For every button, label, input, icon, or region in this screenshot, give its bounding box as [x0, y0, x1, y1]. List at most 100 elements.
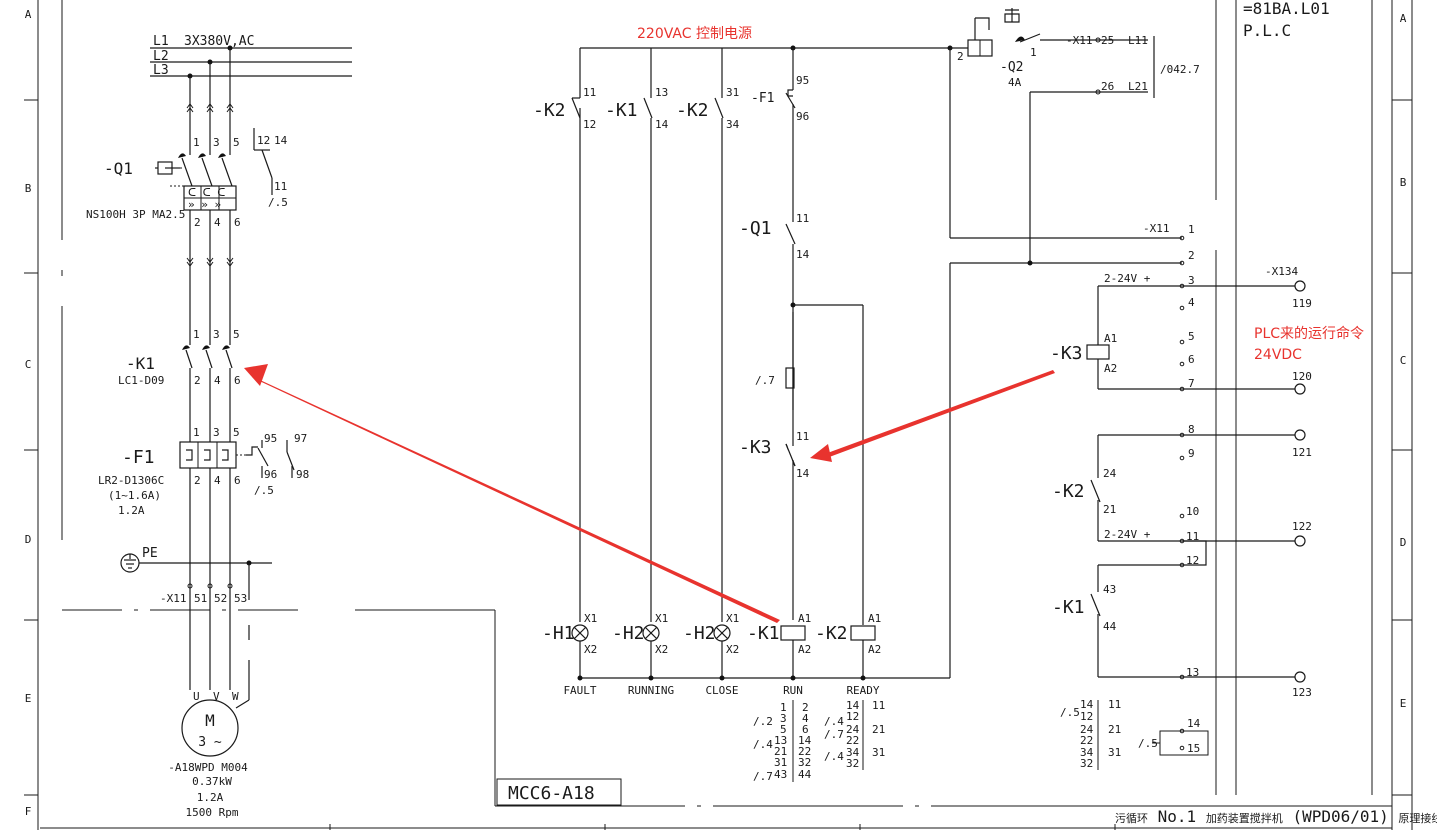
coil-k1-run: -K1 A1 A2 RUN [747, 612, 811, 697]
ctl-k2a-pin-b: 12 [583, 118, 596, 131]
coil-k1-tag: -K1 [747, 623, 780, 644]
motor-term-u: U [193, 690, 200, 703]
lamp-h1-x2: X2 [584, 643, 597, 656]
motor-tag: -A18WPD M004 [168, 761, 248, 774]
q2-tag: -Q2 [1000, 60, 1023, 75]
control-circuit: 220VAC 控制电源 -K2 11 12 -K1 13 14 [533, 26, 953, 783]
q1-breaker: 1 3 5 ᑕ ᑕ ᑕ » » » -Q1 NS100H 3P MA2.5 [86, 128, 288, 229]
k1-type: LC1-D09 [118, 374, 164, 387]
k1-contact-table: 1 2 3 4 5 6 13 14 21 22 31 32 43 44 /.2 … [753, 700, 812, 783]
ctl-f1-pin-a: 95 [796, 74, 809, 87]
k2t-r1-a: 12 [846, 710, 859, 723]
q2-x11-tag: -X11 [1066, 34, 1093, 47]
q2-pin-2: 2 [957, 50, 964, 63]
x134-5: 5 [1188, 330, 1195, 343]
k3t-r5-a: 32 [1080, 757, 1093, 770]
row-label-a-right: A [1400, 12, 1407, 25]
k1t-r3-b: 14 [798, 734, 812, 747]
f1-pin-5: 5 [233, 426, 240, 439]
coil-k2-a1: A1 [868, 612, 881, 625]
k3t-ref: /.5 [1060, 706, 1080, 719]
q1-type: NS100H 3P MA2.5 [86, 208, 185, 221]
f1-setting: 1.2A [118, 504, 145, 517]
k1t-r6-a: 43 [774, 768, 787, 781]
ctl-k3-pin-b: 14 [796, 467, 810, 480]
f1-pin-4: 4 [214, 474, 221, 487]
x11-sig-l21: L21 [1128, 80, 1148, 93]
title-code: (WPD06/01) [1292, 807, 1388, 826]
x11-sig-l11: L11 [1128, 34, 1148, 47]
plc-block: =81BA.L01 P.L.C [1243, 0, 1330, 40]
k3t-r0-a: 14 [1080, 698, 1094, 711]
k3t-r3-a: 22 [1080, 734, 1093, 747]
coil-k2-tag: -K2 [815, 623, 848, 644]
k1-pin-3: 3 [213, 328, 220, 341]
coil-k2-a2: A2 [868, 643, 881, 656]
plc-block-name: P.L.C [1243, 21, 1291, 40]
supply-24v-a: 2-24V + [1104, 272, 1151, 285]
k2-contact-table: 14 11 12 24 21 22 34 31 32 /.4 /.7 /.4 [824, 699, 885, 770]
ctl-k1a-pin-b: 14 [655, 118, 669, 131]
row-label-b-right: B [1400, 176, 1407, 189]
coil-k1-a2: A2 [798, 643, 811, 656]
row-label-d-right: D [1400, 536, 1407, 549]
q1-pin-3: 3 [213, 136, 220, 149]
ctl-k3-tag: -K3 [739, 437, 772, 458]
row-label-c: C [25, 358, 32, 371]
motor-power: 0.37kW [192, 775, 232, 788]
drawing-title: 污循环 No.1 加药装置搅拌机 (WPD06/01) 原理接线图 [1115, 807, 1437, 826]
coil-k1-a1: A1 [798, 612, 811, 625]
f1-tag: -F1 [122, 447, 155, 468]
ctl-k1a-pin-a: 13 [655, 86, 668, 99]
plc-k3-a2: A2 [1104, 362, 1117, 375]
k1-feedback-contact: -K1 43 44 [1052, 564, 1182, 678]
k3s-a: 14 [1187, 717, 1201, 730]
k1t-r2-b: 6 [802, 723, 809, 736]
ext-122: 122 [1292, 520, 1312, 533]
plc-k2-tag: -K2 [1052, 481, 1085, 502]
lamp-h2a-tag: -H2 [612, 623, 645, 644]
q1-aux-ref: /.5 [268, 196, 288, 209]
bus-l2: L2 [153, 49, 169, 64]
plc-k1-pin-b: 44 [1103, 620, 1117, 633]
x11-tag: -X11 [160, 592, 187, 605]
ctl-q1-tag: -Q1 [739, 218, 772, 239]
x11b-tag: -X11 [1143, 222, 1170, 235]
plc-k3-a1: A1 [1104, 332, 1117, 345]
control-power-note: 220VAC 控制电源 [637, 26, 752, 42]
coil-k2-label: READY [846, 684, 879, 697]
lamp-h2-running: -H2 X1 X2 RUNNING [612, 612, 674, 697]
f1-pin-3: 3 [213, 426, 220, 439]
arrow-run-to-k1 [247, 368, 780, 623]
k2t-r4-b: 31 [872, 746, 885, 759]
x11-term-52: 52 [214, 592, 227, 605]
plc-voltage-note: 24VDC [1254, 347, 1302, 363]
f1-pin-2: 2 [194, 474, 201, 487]
ctl-k2a-tag: -K2 [533, 100, 566, 121]
plc-k2-pin-a: 24 [1103, 467, 1117, 480]
x134-4: 4 [1188, 296, 1195, 309]
plug-arrows-mid [186, 257, 234, 267]
ctl-k3-pin-a: 11 [796, 430, 809, 443]
f1-overload-relay: 1 3 5 -F1 LR2-D1306C (1~1.6A) 1.2A 2 4 6 [98, 426, 309, 517]
enclosure-boundary [61, 0, 1373, 807]
title-block: 污循环 No.1 加药装置搅拌机 (WPD06/01) 原理接线图 [1110, 805, 1437, 826]
f1-range: (1~1.6A) [108, 489, 161, 502]
k1-pin-4: 4 [214, 374, 221, 387]
x134-6: 6 [1188, 353, 1195, 366]
f1-pin-1: 1 [193, 426, 200, 439]
motor-phase: 3 ~ [198, 735, 222, 750]
motor-term-w: W [232, 690, 239, 703]
ctl-f1-tag: -F1 [751, 91, 774, 106]
mcc-tag: MCC6-A18 [508, 783, 595, 804]
k2t-r0-b: 11 [872, 699, 885, 712]
q1-pin-4: 4 [214, 216, 221, 229]
branch-k1-13-14: -K1 13 14 [605, 48, 669, 622]
control-loads: -H1 X1 X2 FAULT -H2 X1 X2 RUNNING -H2 X1 [542, 263, 951, 697]
k1t-r5-a: 31 [774, 756, 787, 769]
f1-pin-6: 6 [234, 474, 241, 487]
x134-11: 11 [1186, 530, 1199, 543]
lamp-h2b-x1: X1 [726, 612, 739, 625]
x134-3: 3 [1188, 274, 1195, 287]
